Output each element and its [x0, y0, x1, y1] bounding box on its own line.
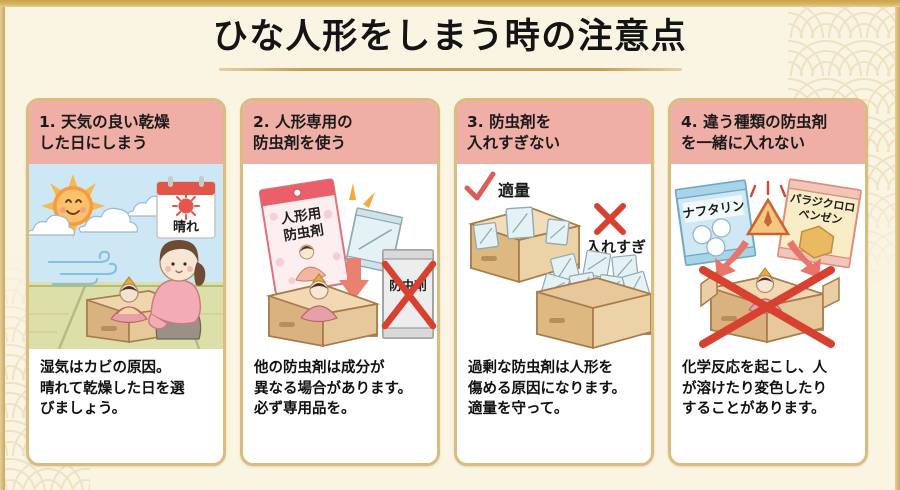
left-gold-edge: [0, 7, 5, 490]
hina-doll: [300, 273, 338, 323]
card-list: 1. 天気の良い乾燥 した日にしまう: [26, 98, 868, 466]
wind-lines-icon: [47, 250, 118, 286]
card-1[interactable]: 1. 天気の良い乾燥 した日にしまう: [26, 98, 226, 466]
card-3[interactable]: 3. 防虫剤を 入れすぎない 適量: [454, 98, 654, 466]
top-gold-bar: [0, 0, 900, 7]
card-3-heading: 3. 防虫剤を 入れすぎない: [457, 101, 651, 164]
card-3-illustration: 適量: [457, 164, 651, 349]
card-4-body: 化学反応を起こし、人 が溶けたり変色したり することがあります。: [682, 360, 827, 418]
too-much-label: 入れすぎ: [585, 238, 646, 256]
card-4[interactable]: 4. 違う種類の防虫剤 を一緒に入れない ナフタリン: [668, 98, 868, 466]
red-check-icon: [464, 171, 496, 201]
calendar-label: 晴れ: [173, 219, 199, 235]
right-gold-edge: [895, 7, 900, 490]
crossed-out-generic-package: 防虫剤: [381, 249, 437, 339]
sachet-icon: [472, 206, 570, 250]
woman-figure: [148, 240, 206, 340]
calendar-icon: 晴れ: [156, 176, 216, 239]
yellow-paradichlorobenzene-package: パラジクロロ ベンゼン: [777, 178, 862, 269]
red-cross-icon: [594, 203, 626, 235]
card-3-body: 過剰な防虫剤は人形を 傷める原因になります。 適量を守って。: [468, 360, 627, 418]
card-2-heading: 2. 人形専用の 防虫剤を使う: [243, 101, 437, 164]
paradichlorobenzene-label-line2: ベンゼン: [798, 206, 844, 227]
sparkle-icon: [349, 183, 375, 208]
box-with-three-sachets: [468, 206, 582, 284]
card-1-illustration: 晴れ: [29, 164, 223, 349]
title-underline: [218, 67, 682, 71]
blue-naphthalene-package: ナフタリン: [674, 179, 757, 266]
card-1-body: 湿気はカビの原因。 晴れて乾燥した日を選 びましょう。: [40, 360, 185, 418]
warning-triangle-icon: [745, 180, 791, 236]
title-block: ひな人形をしまう時の注意点: [0, 18, 900, 71]
card-4-illustration: ナフタリン パラジクロロ ベンゼン: [671, 164, 865, 349]
large-red-cross-mark: [699, 266, 835, 348]
card-2[interactable]: 2. 人形専用の 防虫剤を使う 人形用 防虫剤: [240, 98, 440, 466]
cardboard-box: [265, 283, 381, 348]
card-2-illustration: 人形用 防虫剤: [243, 164, 437, 349]
pink-package-label-line2: 防虫剤: [282, 221, 325, 244]
down-arrow-icon: [339, 258, 369, 300]
page-title: ひな人形をしまう時の注意点: [212, 17, 688, 57]
good-amount-label: 適量: [498, 181, 530, 200]
card-1-heading: 1. 天気の良い乾燥 した日にしまう: [29, 101, 223, 164]
pink-package: 人形用 防虫剤: [258, 178, 350, 295]
hina-doll: [110, 276, 148, 324]
pink-package-label-line1: 人形用: [279, 205, 322, 227]
card-2-body: 他の防虫剤は成分が 異なる場合があります。 必ず専用品を。: [254, 360, 413, 418]
red-cross-mark: [381, 260, 437, 330]
card-4-heading: 4. 違う種類の防虫剤 を一緒に入れない: [671, 101, 865, 164]
red-arrow-icon: [715, 240, 821, 278]
box-overflowing-with-sachets: [536, 249, 651, 349]
package-doll-art: [295, 244, 327, 282]
